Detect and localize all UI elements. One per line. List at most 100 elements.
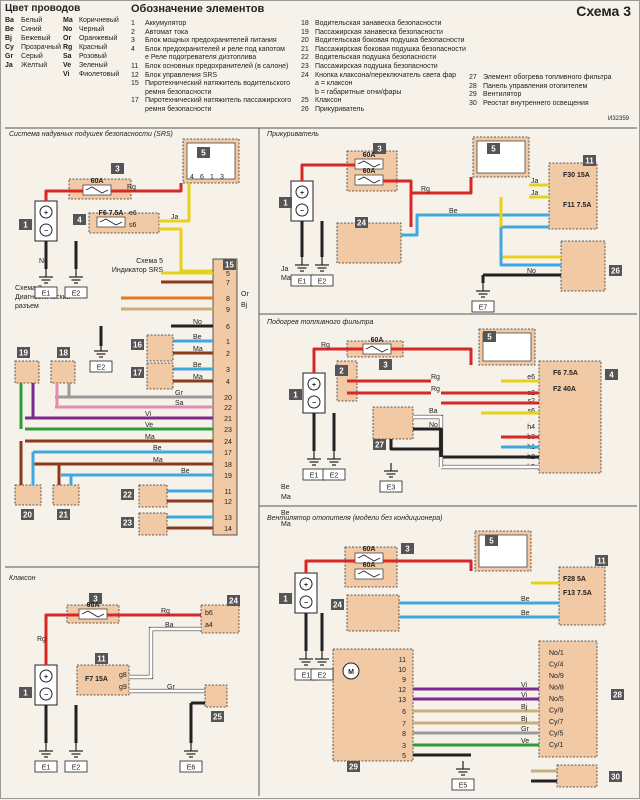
fh-battery-tag xyxy=(289,389,302,400)
fan-be1: Be xyxy=(521,596,530,603)
element-text: Прикуриватель xyxy=(315,106,365,113)
fan-motor-pin-10: 10 xyxy=(398,667,406,674)
srs-passenger-airbag-23-number: 23 xyxy=(123,519,132,528)
fan-fuse-60a-1-element xyxy=(357,554,381,562)
srs-ecu-15-number: 15 xyxy=(225,261,234,270)
element-text: Пассажирская боковая подушка безопасност… xyxy=(315,45,466,53)
lt-relay-5-tag xyxy=(487,143,500,154)
element-text: Кнопка клаксона/переключатель света фар xyxy=(315,71,457,79)
fan-relay-5-tag xyxy=(485,535,498,546)
fan-motor-pin-6: 6 xyxy=(402,709,406,716)
srs-fuse-box-4-tag xyxy=(73,214,86,225)
fh-battery-plus: + xyxy=(312,382,316,389)
section-fuel-heater-title: Подогрев топливного фильтра xyxy=(267,319,374,326)
hn-fusebox-11-number: 11 xyxy=(97,655,106,664)
legend-code: Ve xyxy=(63,62,72,69)
srs-wire-label-12: Ma xyxy=(281,494,291,501)
hn-g9: g9 xyxy=(119,684,127,691)
fan-vi2: Vi xyxy=(521,692,528,699)
srs-wire-label-20: Gr xyxy=(175,390,183,397)
hn-horn-25-tag xyxy=(211,711,224,722)
legend-code: Ba xyxy=(5,17,14,24)
hn-fusebox-11-tag xyxy=(95,653,108,664)
fh-heater-27-number: 27 xyxy=(375,441,384,450)
element-text: Водительская занавеска безопасности xyxy=(315,20,442,27)
srs-battery-minus-terminal xyxy=(39,223,53,237)
fan-battery-number: 1 xyxy=(283,595,288,604)
fan-motor-icon xyxy=(342,662,360,680)
fan-be2: Be xyxy=(521,610,530,617)
legend-code: Ja xyxy=(5,62,13,69)
hn-g8: g8 xyxy=(119,672,127,679)
fh-ba-label: Ba xyxy=(429,408,438,415)
element-item: а = клаксон xyxy=(301,79,352,88)
element-number: 18 xyxy=(301,20,309,27)
element-text: Блок предохранителей и реле под капотом xyxy=(145,45,285,53)
fan-f28: F28 5A xyxy=(563,576,586,583)
element-text: Водительская подушка безопасности xyxy=(315,54,437,62)
fan-motor-pin-5: 5 xyxy=(402,753,406,760)
fh-rg-label: Rg xyxy=(321,342,330,349)
scheme-title: Схема 3 xyxy=(576,3,631,19)
fan-switch-24-number: 24 xyxy=(333,601,342,610)
element-number: 27 xyxy=(469,74,477,81)
srs-pin-13: 13 xyxy=(224,515,232,522)
element-text: Вентилятор xyxy=(483,91,522,99)
element-number: 19 xyxy=(301,28,309,36)
fan-motor-m: M xyxy=(348,669,354,676)
srs-pin-11: 11 xyxy=(224,489,231,496)
lt-switch-24 xyxy=(336,222,402,264)
srs-fuse-box-4-number: 4 xyxy=(77,216,82,225)
element-item: ремня безопасности xyxy=(131,88,211,97)
srs-wire-label-14: Ma xyxy=(281,521,291,528)
fan-wire-rg xyxy=(383,559,473,571)
hn-ground-e1-box xyxy=(34,760,58,773)
element-number: 21 xyxy=(301,45,309,53)
srs-battery-minus: − xyxy=(44,228,48,235)
srs-wire-label-22: Sa xyxy=(175,400,184,407)
lt-lighter-26-tag xyxy=(609,265,622,276)
element-text: Клаксон xyxy=(315,97,342,105)
fan-ve: Ve xyxy=(521,738,529,745)
srs-wire-label-7: Ma xyxy=(281,275,291,282)
hn-wire-batt xyxy=(44,613,79,665)
fh-battery-number: 1 xyxy=(293,391,298,400)
fan-rheostat-30-tag xyxy=(609,771,622,782)
srs-pin-3: 3 xyxy=(226,367,230,374)
hn-fuse-box-3-tag xyxy=(89,593,102,604)
element-text: е Реле подогревателя дизтоплива xyxy=(145,54,257,62)
fan-panel-pin-1: Cy/4 xyxy=(549,662,564,669)
lt-battery-plus-terminal xyxy=(295,185,309,199)
fh-fuse-60a-element xyxy=(365,345,389,353)
legend-name: Оранжевый xyxy=(77,35,118,42)
srs-pin-18: 18 xyxy=(224,462,232,469)
fan-ground-e1-label: E1 xyxy=(302,673,311,680)
lt-ground-e7-box xyxy=(471,300,495,313)
lt-fusebox-11 xyxy=(548,162,598,230)
lt-battery-tag xyxy=(279,197,292,208)
hn-ground-e2-label: E2 xyxy=(72,765,81,772)
lt-battery-minus-terminal xyxy=(295,203,309,217)
label: 1 xyxy=(210,174,214,181)
srs-pretensioner-17 xyxy=(146,362,174,390)
element-number: 25 xyxy=(301,97,309,105)
lt-fuse-box-3-tag xyxy=(373,143,386,154)
fan-ground-e5-label: E5 xyxy=(459,783,468,790)
element-item: b = габаритные огни/фары xyxy=(301,88,401,97)
srs-pretensioner-16-number: 16 xyxy=(133,341,142,350)
fan-fuse-box-3-number: 3 xyxy=(405,545,410,554)
fan-switch-24-tag xyxy=(331,599,344,610)
legend-code: Or xyxy=(63,35,72,42)
srs-ja-label: Ja xyxy=(171,214,179,221)
srs-battery-plus-terminal xyxy=(39,205,53,219)
fan-relay-5-inner xyxy=(478,534,528,568)
section-lighter-title: Прикуриватель xyxy=(267,131,319,138)
srs-pretensioner-16-tag xyxy=(131,339,144,350)
srs-wire-label-24: Ma xyxy=(145,434,155,441)
hn-battery-plus: + xyxy=(44,674,48,681)
